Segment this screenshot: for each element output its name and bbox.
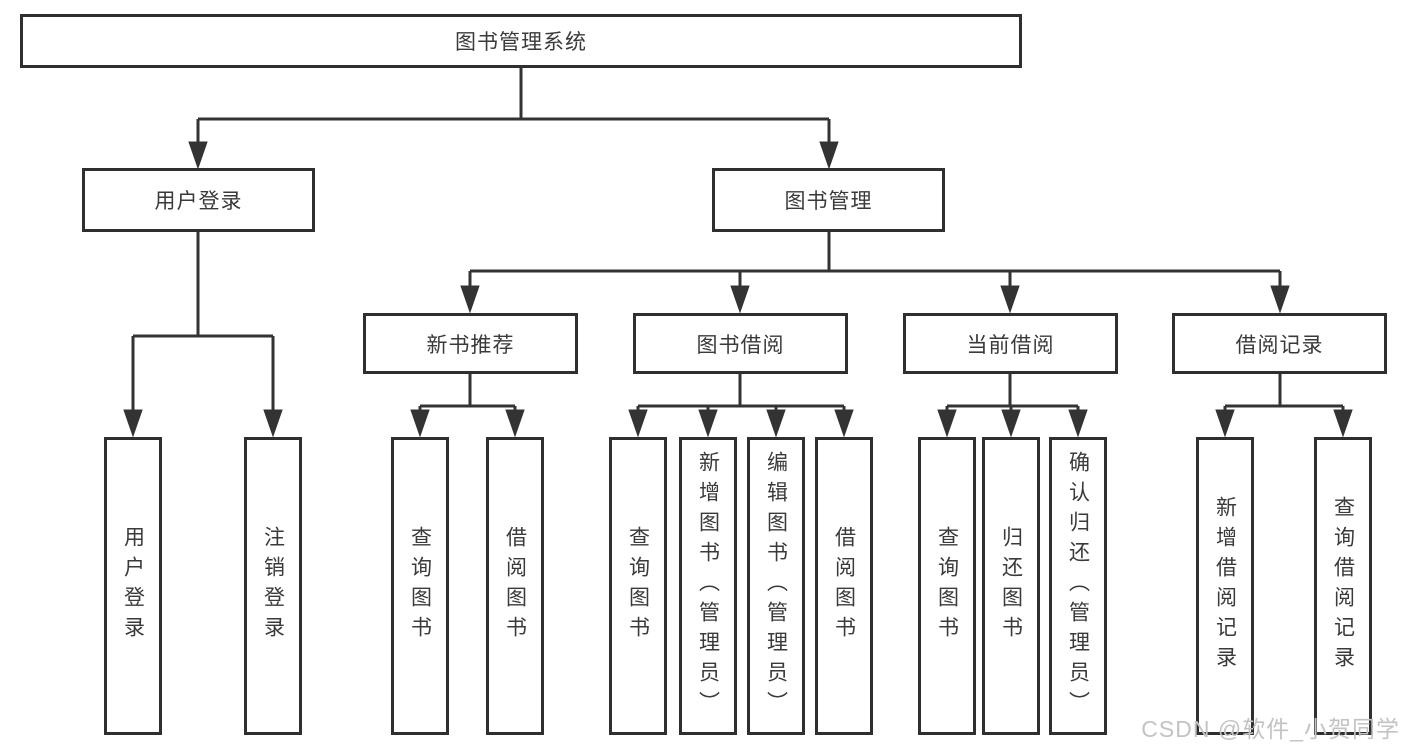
leaf-confirm-return-admin: 确认归还（管理员） (1049, 437, 1107, 735)
csdn-watermark: CSDN @软件_小贺同学 (1141, 716, 1400, 742)
node-label: 归还图书 (999, 526, 1023, 646)
node-label: 当前借阅 (966, 333, 1055, 357)
node-label: 查询借阅记录 (1331, 496, 1355, 676)
node-label: 图书管理 (784, 190, 873, 213)
node-label: 图书管理系统 (455, 31, 587, 54)
node-label: 确认归还（管理员） (1066, 451, 1090, 721)
leaf-borrow-book-recommend: 借阅图书 (486, 437, 544, 735)
leaf-user-login: 用户登录 (104, 437, 162, 735)
node-book-borrowing: 图书借阅 (633, 313, 848, 374)
node-label: 用户登录 (121, 526, 145, 646)
leaf-query-borrow-record: 查询借阅记录 (1314, 437, 1372, 735)
leaf-query-book-recommend: 查询图书 (391, 437, 449, 735)
node-user-login: 用户登录 (82, 168, 315, 232)
leaf-add-book-admin: 新增图书（管理员） (679, 437, 737, 735)
node-label: 查询图书 (935, 526, 959, 646)
node-label: 新书推荐 (426, 333, 515, 357)
node-label: 注销登录 (261, 526, 285, 646)
node-label: 编辑图书（管理员） (764, 451, 788, 721)
node-current-borrowing: 当前借阅 (903, 313, 1118, 374)
node-book-management: 图书管理 (712, 168, 945, 232)
leaf-query-book-current: 查询图书 (918, 437, 976, 735)
node-label: 新增借阅记录 (1213, 496, 1237, 676)
leaf-query-book-borrow: 查询图书 (609, 437, 667, 735)
node-label: 新增图书（管理员） (696, 451, 720, 721)
leaf-add-borrow-record: 新增借阅记录 (1196, 437, 1254, 735)
leaf-logout: 注销登录 (244, 437, 302, 735)
node-label: 借阅图书 (503, 526, 527, 646)
leaf-borrow-book: 借阅图书 (815, 437, 873, 735)
node-label: 借阅记录 (1235, 333, 1324, 357)
node-borrowing-records: 借阅记录 (1172, 313, 1387, 374)
node-label: 图书借阅 (696, 333, 785, 357)
node-label: 查询图书 (408, 526, 432, 646)
node-label: 查询图书 (626, 526, 650, 646)
leaf-edit-book-admin: 编辑图书（管理员） (747, 437, 805, 735)
node-label: 用户登录 (154, 190, 243, 213)
node-system-root: 图书管理系统 (20, 14, 1022, 68)
node-label: 借阅图书 (832, 526, 856, 646)
node-new-book-recommend: 新书推荐 (363, 313, 578, 374)
leaf-return-book: 归还图书 (982, 437, 1040, 735)
